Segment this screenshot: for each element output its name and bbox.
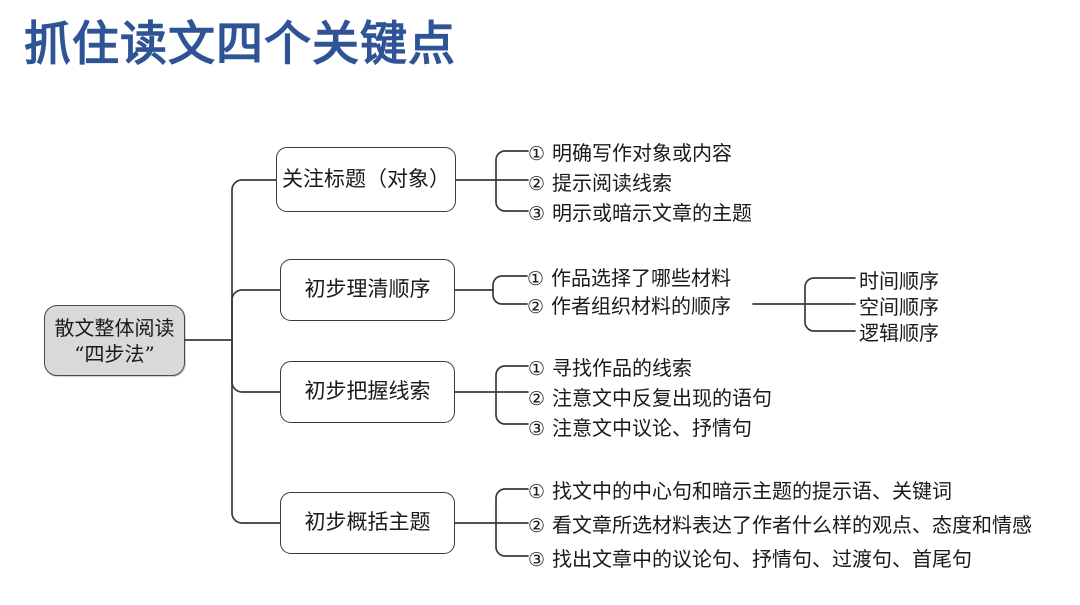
- subleaf-text: 时间顺序: [859, 269, 939, 293]
- subleaf-item[interactable]: 逻辑顺序: [859, 323, 939, 343]
- leaf-item[interactable]: ③ 找出文章中的议论句、抒情句、过渡句、首尾句: [528, 549, 972, 570]
- link-branch1-item3: [495, 179, 529, 212]
- leaf-text: 明示或暗示文章的主题: [552, 201, 753, 225]
- subleaf-text: 空间顺序: [859, 295, 939, 319]
- leaf-text: 寻找作品的线索: [552, 356, 693, 380]
- leaf-text: 找文中的中心句和暗示主题的提示语、关键词: [552, 479, 953, 503]
- leaf-text: 注意文中反复出现的语句: [552, 386, 773, 410]
- leaf-item[interactable]: ② 看文章所选材料表达了作者什么样的观点、态度和情感: [528, 515, 1032, 536]
- leaf-marker: ②: [528, 388, 546, 410]
- leaf-marker: ①: [528, 143, 546, 165]
- leaf-item[interactable]: ① 找文中的中心句和暗示主题的提示语、关键词: [528, 481, 952, 502]
- branch-label-3: 初步把握线索: [304, 379, 431, 404]
- link-branch3-item1: [495, 365, 529, 393]
- leaf-marker: ②: [527, 296, 545, 318]
- link-subbranch-item1: [804, 277, 856, 305]
- leaf-marker: ①: [527, 268, 545, 290]
- root-label-line1: 散文整体阅读: [54, 315, 175, 340]
- leaf-text: 作品选择了哪些材料: [551, 266, 732, 290]
- leaf-marker: ②: [528, 515, 546, 537]
- leaf-item[interactable]: ③ 注意文中议论、抒情句: [528, 418, 752, 439]
- link-spine-branch1: [231, 179, 277, 341]
- leaf-marker: ②: [528, 173, 546, 195]
- leaf-marker: ①: [528, 358, 546, 380]
- leaf-text: 看文章所选材料表达了作者什么样的观点、态度和情感: [552, 513, 1033, 537]
- page-title: 抓住读文四个关键点: [24, 17, 456, 72]
- branch-node-4[interactable]: 初步概括主题: [280, 492, 455, 554]
- branch-label-2: 初步理清顺序: [304, 277, 431, 302]
- leaf-item[interactable]: ① 寻找作品的线索: [528, 358, 692, 379]
- branch-node-2[interactable]: 初步理清顺序: [280, 259, 455, 321]
- leaf-item[interactable]: ② 作者组织材料的顺序: [527, 296, 731, 317]
- leaf-text: 作者组织材料的顺序: [551, 294, 732, 318]
- branch-node-1[interactable]: 关注标题（对象）: [276, 147, 456, 212]
- leaf-text: 找出文章中的议论句、抒情句、过渡句、首尾句: [552, 547, 973, 571]
- leaf-item[interactable]: ③ 明示或暗示文章的主题: [528, 203, 752, 224]
- leaf-text: 提示阅读线索: [552, 171, 673, 195]
- branch-label-1: 关注标题（对象）: [282, 166, 450, 191]
- branch-label-4: 初步概括主题: [304, 510, 431, 535]
- subleaf-item[interactable]: 空间顺序: [859, 297, 939, 317]
- leaf-text: 明确写作对象或内容: [552, 141, 733, 165]
- subleaf-item[interactable]: 时间顺序: [859, 271, 939, 291]
- leaf-item[interactable]: ① 明确写作对象或内容: [528, 143, 732, 164]
- leaf-item[interactable]: ② 提示阅读线索: [528, 173, 672, 194]
- link-spine-branch2: [231, 289, 281, 341]
- link-branch1-item1: [495, 150, 529, 181]
- leaf-item[interactable]: ② 注意文中反复出现的语句: [528, 388, 772, 409]
- link-branch2-item1: [492, 275, 528, 291]
- root-node[interactable]: 散文整体阅读 “四步法”: [44, 305, 185, 376]
- link-spine-branch4: [231, 339, 281, 524]
- leaf-item[interactable]: ① 作品选择了哪些材料: [527, 268, 731, 289]
- leaf-text: 注意文中议论、抒情句: [552, 416, 753, 440]
- subleaf-text: 逻辑顺序: [859, 321, 939, 345]
- leaf-marker: ①: [528, 481, 546, 503]
- link-spine-branch3: [231, 339, 281, 393]
- branch-node-3[interactable]: 初步把握线索: [280, 361, 455, 423]
- leaf-marker: ③: [528, 418, 546, 440]
- leaf-marker: ③: [528, 203, 546, 225]
- leaf-marker: ③: [528, 549, 546, 571]
- link-branch2-item2: [492, 289, 528, 305]
- link-branch3-item3: [495, 391, 529, 425]
- root-label-line2: “四步法”: [74, 341, 155, 366]
- link-subbranch-item3: [804, 303, 856, 332]
- link-branch4-item3: [495, 522, 529, 557]
- link-branch4-item1: [495, 488, 529, 524]
